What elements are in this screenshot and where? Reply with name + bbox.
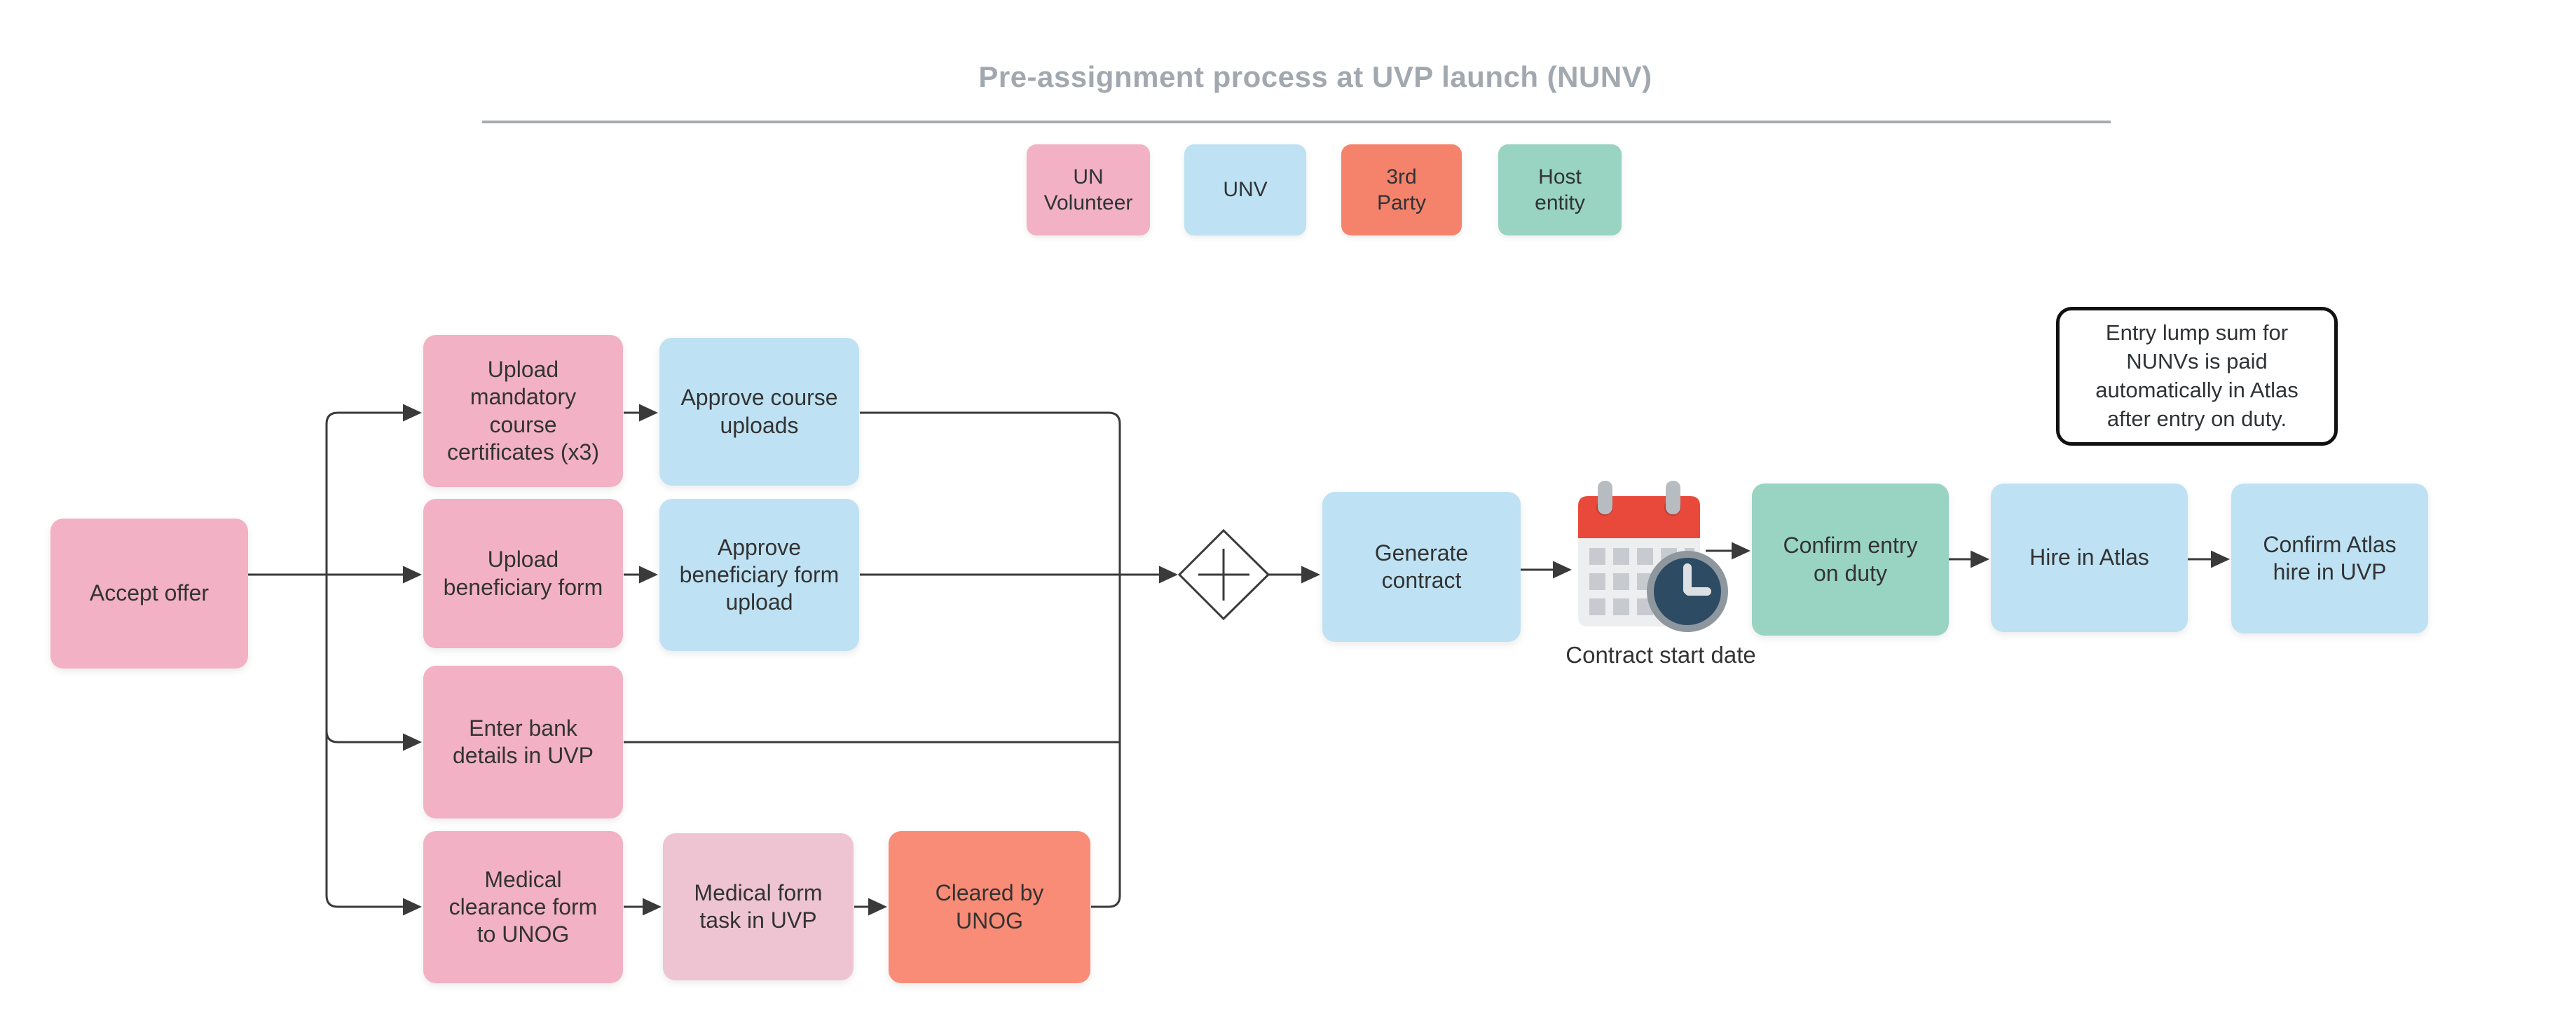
node-medical-form-task: Medical form task in UVP [663,833,854,980]
legend-3rd-party: 3rd Party [1341,144,1462,235]
node-generate-contract: Generate contract [1322,492,1521,642]
note-entry-lump-sum: Entry lump sum for NUNVs is paid automat… [2056,307,2338,446]
clock-icon [1647,551,1728,632]
node-medical-clearance-form: Medical clearance form to UNOG [423,831,623,983]
node-confirm-atlas-hire: Confirm Atlas hire in UVP [2231,484,2428,633]
legend-unv: UNV [1184,144,1306,235]
node-upload-beneficiary-form: Upload beneficiary form [423,499,623,648]
connector-merge-bottom [1091,895,1121,908]
node-upload-course-certificates: Upload mandatory course certificates (x3… [423,335,623,487]
page-title: Pre-assignment process at UVP launch (NU… [978,60,1652,93]
connector-merge-top [860,411,1121,425]
connector-branch-down [325,575,405,908]
node-hire-in-atlas: Hire in Atlas [1991,484,2188,632]
node-confirm-entry-on-duty: Confirm entry on duty [1752,484,1949,636]
parallel-gateway-diamond [1177,528,1270,621]
node-enter-bank-details: Enter bank details in UVP [423,666,623,818]
connector-branch-up [325,411,405,575]
node-accept-offer: Accept offer [50,519,248,669]
title-divider [482,121,2111,123]
calendar-clock-icon [1578,481,1728,632]
connector-branch-bank [325,730,405,744]
arrowheads [403,404,2230,916]
node-approve-course-uploads: Approve course uploads [659,338,859,486]
plus-icon [1198,549,1249,601]
legend-host-entity: Host entity [1498,144,1622,235]
contract-start-date-label: Contract start date [1566,642,1756,668]
legend-un-volunteer: UN Volunteer [1027,144,1150,235]
node-approve-beneficiary-form: Approve beneficiary form upload [659,499,859,651]
node-cleared-by-unog: Cleared by UNOG [889,831,1090,983]
